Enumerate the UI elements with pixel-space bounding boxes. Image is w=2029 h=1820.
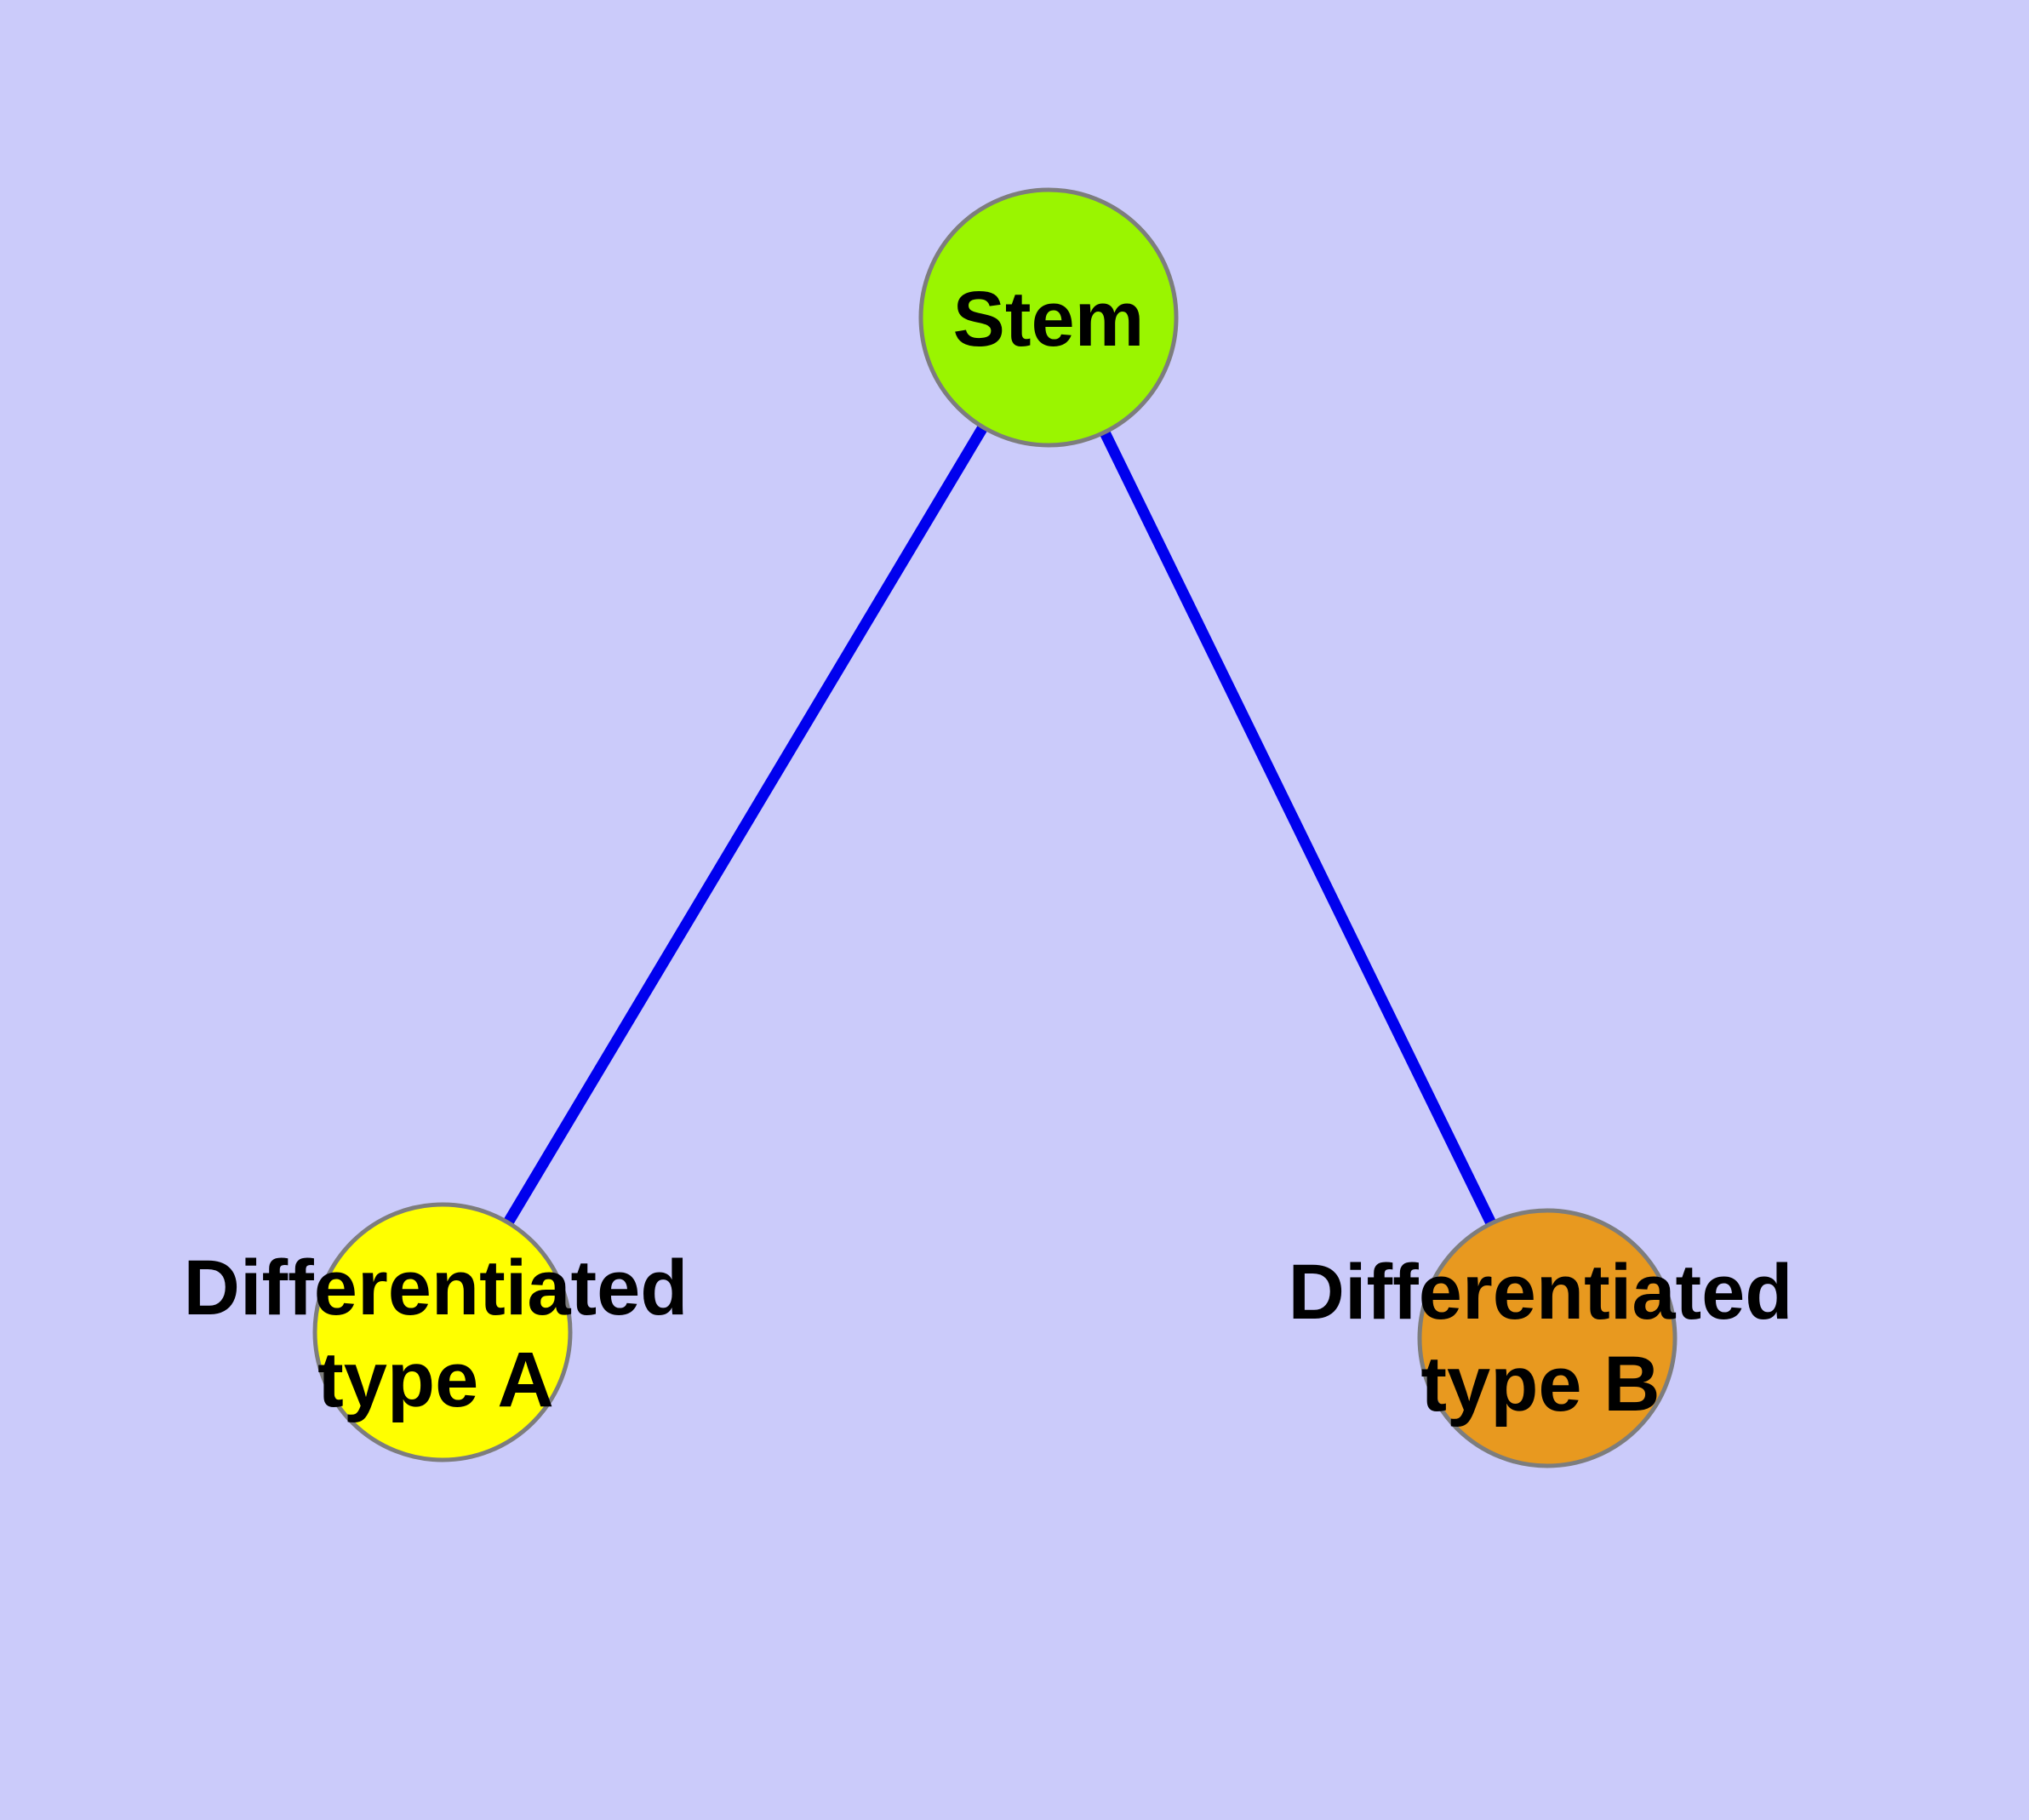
edge-stem-to-type-a (437, 314, 1054, 1336)
node-stem (918, 187, 1179, 448)
node-differentiated-type-a (312, 1202, 573, 1462)
edge-stem-to-type-b (1043, 315, 1552, 1341)
node-differentiated-type-b (1417, 1208, 1677, 1468)
